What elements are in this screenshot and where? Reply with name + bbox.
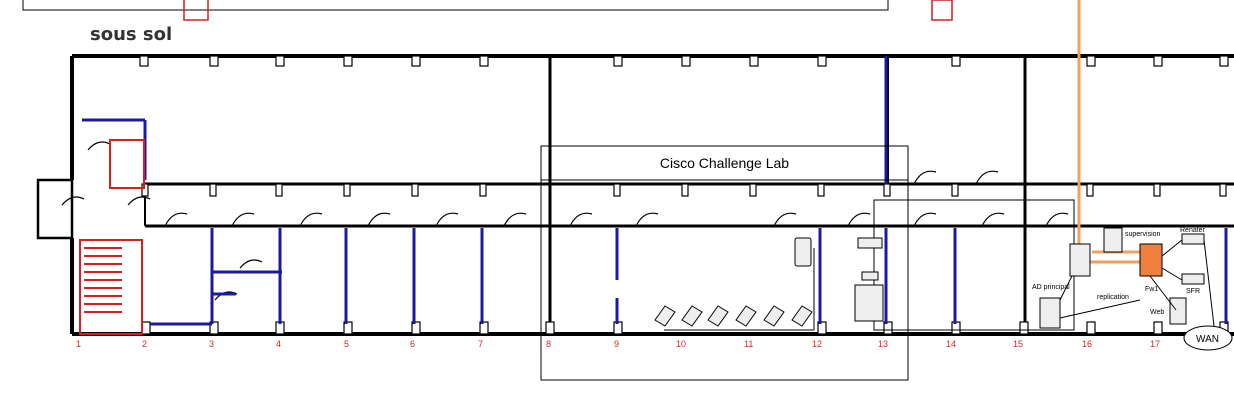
grid-label-8: 8 (546, 339, 551, 349)
workstation-1 (654, 305, 676, 327)
wan-cloud (1183, 325, 1233, 351)
grid-label-11: 11 (744, 339, 753, 349)
core-switch-stack (1069, 243, 1091, 277)
grid-label-5: 5 (344, 339, 349, 349)
ad-principal-server (1039, 297, 1061, 329)
upper-floor-frame (22, 0, 889, 11)
lab-box (540, 145, 909, 381)
supervision-server (1103, 227, 1123, 253)
grid-label-13: 13 (878, 339, 888, 349)
network-devices (1039, 227, 1233, 351)
fw1-label: Fw1 (1145, 286, 1158, 293)
workstation-4 (735, 305, 757, 327)
sfr-router (1181, 273, 1205, 285)
grid-label-4: 4 (276, 339, 281, 349)
grid-label-17: 17 (1150, 339, 1160, 349)
grid-label-14: 14 (946, 339, 956, 349)
grid-label-15: 15 (1013, 339, 1023, 349)
lab-rack (854, 284, 884, 322)
workstation-3 (707, 305, 729, 327)
lab-switch (857, 237, 883, 249)
grid-label-7: 7 (478, 339, 483, 349)
floor-label: sous sol (90, 24, 173, 45)
renater-router (1181, 233, 1205, 245)
grid-label-10: 10 (676, 339, 686, 349)
window-notches (139, 55, 1229, 335)
door-arcs (61, 141, 1069, 301)
wan-label: WAN (1196, 334, 1219, 345)
renater-label: Renater (1180, 227, 1206, 234)
workstation-6 (791, 305, 813, 327)
lab-title: Cisco Challenge Lab (659, 155, 790, 171)
web-server (1169, 297, 1187, 325)
upper-stair-marker (183, 0, 209, 21)
workstation-5 (763, 305, 785, 327)
lab-router (861, 271, 879, 281)
grid-label-1: 1 (76, 339, 81, 349)
grid-label-2: 2 (142, 339, 147, 349)
grid-label-6: 6 (410, 339, 415, 349)
network-links (1059, 239, 1215, 327)
blue-partitions (82, 56, 1228, 326)
grid-label-3: 3 (209, 339, 214, 349)
ad-principal-label: AD principal (1032, 284, 1070, 291)
stairwell (79, 139, 145, 335)
fiber-link (1077, 0, 1148, 264)
upper-stair-marker-2 (931, 0, 953, 21)
lab-server (794, 237, 812, 267)
web-label: Web (1150, 309, 1164, 316)
supervision-label: supervision (1125, 231, 1161, 238)
grid-label-9: 9 (614, 339, 619, 349)
grid-label-16: 16 (1082, 339, 1092, 349)
firewall-fw1 (1139, 243, 1163, 277)
sfr-label: SFR (1186, 288, 1200, 295)
lab-workstations (654, 237, 884, 327)
outer-walls (36, 54, 1234, 336)
grid-label-12: 12 (812, 339, 822, 349)
replication-label: replication (1097, 294, 1129, 301)
workstation-2 (681, 305, 703, 327)
